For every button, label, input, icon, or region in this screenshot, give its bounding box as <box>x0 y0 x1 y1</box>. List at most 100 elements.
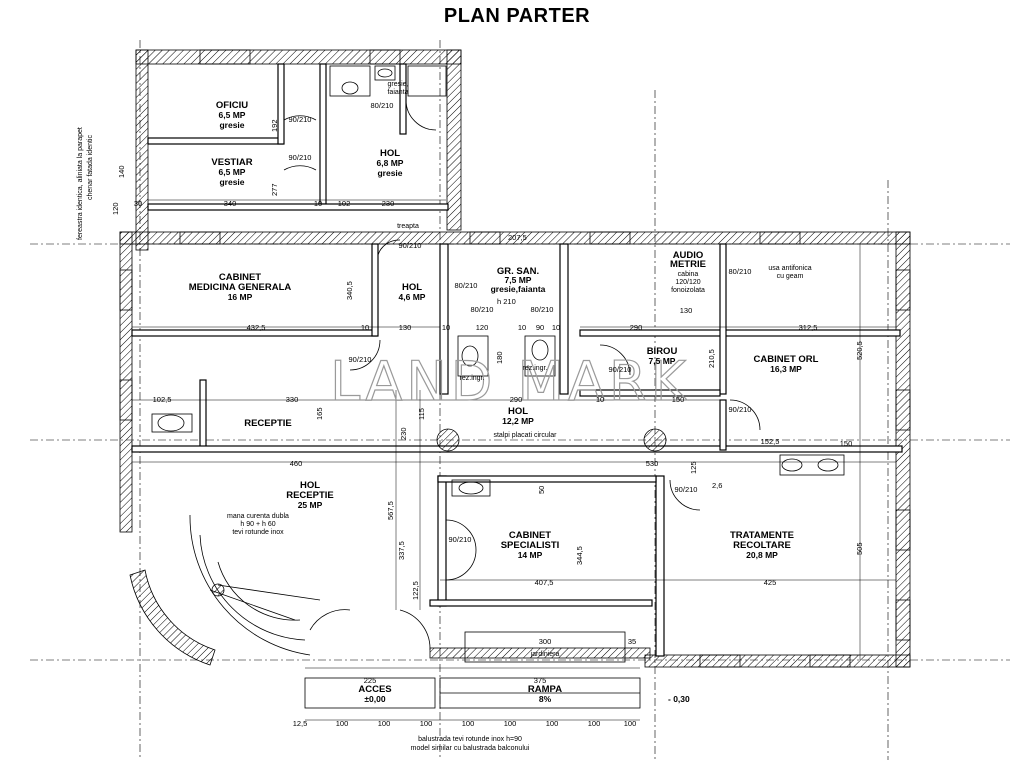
door-label: 90/210 <box>449 535 472 544</box>
door-label: 90/210 <box>289 153 312 162</box>
dim-label: 210,5 <box>707 349 716 368</box>
walls <box>119 49 911 668</box>
dim-label: 10 <box>552 323 560 332</box>
dimension-labels: 340 10 102 230 30 432,5 10 130 10 120 10… <box>134 199 852 728</box>
dim-label: 30 <box>134 199 142 208</box>
dim-label: 100 <box>378 719 391 728</box>
dim-label: 290 <box>630 323 643 332</box>
level-mark: - 0,30 <box>668 694 690 704</box>
room-hol-receptie-name: HOL <box>300 480 320 491</box>
room-audio-note: fonoizolata <box>671 287 705 294</box>
dim-label: 230 <box>399 427 408 440</box>
door-label: 80/210 <box>471 305 494 314</box>
dim-label: 12,5 <box>293 719 308 728</box>
curved-staircase <box>129 514 321 666</box>
dim-label: 567,5 <box>386 501 395 520</box>
dim-label: 192 <box>270 119 279 132</box>
dim-label: 50 <box>537 486 546 494</box>
dim-label: 10 <box>314 199 322 208</box>
dim-label: 340,5 <box>345 281 354 300</box>
dim-label: 180 <box>495 351 504 364</box>
dim-label: 375 <box>534 676 547 685</box>
room-audio-cabina: cabina <box>678 271 699 278</box>
mana-curenta-1: mana curenta dubla <box>227 513 289 520</box>
acces-name: ACCES <box>358 684 391 695</box>
dim-label: 130 <box>399 323 412 332</box>
dim-label: 290 <box>510 395 523 404</box>
door-label: 80/210 <box>371 101 394 110</box>
door-label: 90/210 <box>729 405 752 414</box>
entrance-ramp <box>304 631 641 721</box>
dim-label: 100 <box>420 719 433 728</box>
dim-label: 10 <box>596 395 604 404</box>
usa-antifonica-2: cu geam <box>777 273 804 280</box>
windows <box>119 49 911 668</box>
dim-label: 425 <box>764 578 777 587</box>
room-oficiu-name: OFICIU <box>216 100 248 111</box>
stalpi-note: stalpi placati circular <box>493 432 557 439</box>
dim-label: h 210 <box>497 297 516 306</box>
circular-columns <box>436 428 667 452</box>
door-label: 90/210 <box>675 485 698 494</box>
room-oficiu-area: 6,5 MP <box>219 110 246 120</box>
door-swings <box>283 99 761 651</box>
door-label: 90/210 <box>399 241 422 250</box>
room-hol-center-area: 12,2 MP <box>502 416 534 426</box>
mana-curenta-3: tevi rotunde inox <box>232 529 284 536</box>
balustrada-note-1: balustrada tevi rotunde inox h=90 <box>418 736 522 743</box>
dim-label: 100 <box>546 719 559 728</box>
room-hol-receptie-sub: RECEPTIE <box>286 490 334 501</box>
room-cabinet-spec-sub: SPECIALISTI <box>501 540 560 551</box>
dim-label: 100 <box>504 719 517 728</box>
room-hol-small-area: 4,6 MP <box>399 292 426 302</box>
room-cabinet-spec-area: 14 MP <box>518 550 543 560</box>
room-hol-top-name: HOL <box>380 148 400 159</box>
dim-label: 100 <box>462 719 475 728</box>
rez-ingr-2: rez.ingr. <box>523 365 548 372</box>
dim-label: 165 <box>315 407 324 420</box>
dim-label: 10 <box>518 323 526 332</box>
dim-label: 225 <box>364 676 377 685</box>
room-labels: OFICIU 6,5 MP gresie VESTIAR 6,5 MP gres… <box>189 81 819 752</box>
dim-label: 120 <box>476 323 489 332</box>
dim-label: 100 <box>588 719 601 728</box>
dim-label: 35 <box>628 637 636 646</box>
sanitary-fixtures <box>151 65 845 497</box>
dim-label: 150 <box>672 395 685 404</box>
room-cabinet-orl-area: 16,3 MP <box>770 364 802 374</box>
dim-label: 10 <box>442 323 450 332</box>
dim-label: 505 <box>855 542 864 555</box>
dim-label: 207,5 <box>508 233 527 242</box>
dim-label: 277 <box>270 183 279 196</box>
room-gr-san-area: 7,5 MP <box>505 275 532 285</box>
room-birou-name: BIROU <box>647 346 678 357</box>
dim-label: 115 <box>417 408 426 420</box>
dim-label: 460 <box>290 459 303 468</box>
room-audio-size: 120/120 <box>675 279 700 286</box>
room-cabinet-mg-sub: MEDICINA GENERALA <box>189 282 292 293</box>
wc-finish-2: faianta <box>387 89 408 96</box>
acces-level: ±0,00 <box>364 694 385 704</box>
rez-ingr-1: rez.ingr. <box>460 375 485 382</box>
room-hol-center-name: HOL <box>508 406 528 417</box>
room-gr-san-name: GR. SAN. <box>497 266 539 277</box>
dim-label: 344,5 <box>575 546 584 565</box>
dim-label: 100 <box>336 719 349 728</box>
dimension-lines <box>132 199 896 660</box>
wc-finish-1: gresie, <box>387 81 408 88</box>
door-label: 80/210 <box>729 267 752 276</box>
room-tratamente-area: 20,8 MP <box>746 550 778 560</box>
room-vestiar-floor: gresie <box>219 177 244 187</box>
dim-label: 120 <box>111 202 120 215</box>
room-hol-top-floor: gresie <box>377 168 402 178</box>
room-tratamente-name: TRATAMENTE <box>730 530 794 541</box>
dim-label: 2,6 <box>712 481 722 490</box>
door-label: 90/210 <box>289 115 312 124</box>
room-birou-area: 7,5 MP <box>649 356 676 366</box>
room-hol-receptie-area: 25 MP <box>298 500 323 510</box>
side-note-line-1: fereastra identica, aliniata la parapet <box>77 127 84 240</box>
room-oficiu-floor: gresie <box>219 120 244 130</box>
dim-label: 337,5 <box>397 541 406 560</box>
